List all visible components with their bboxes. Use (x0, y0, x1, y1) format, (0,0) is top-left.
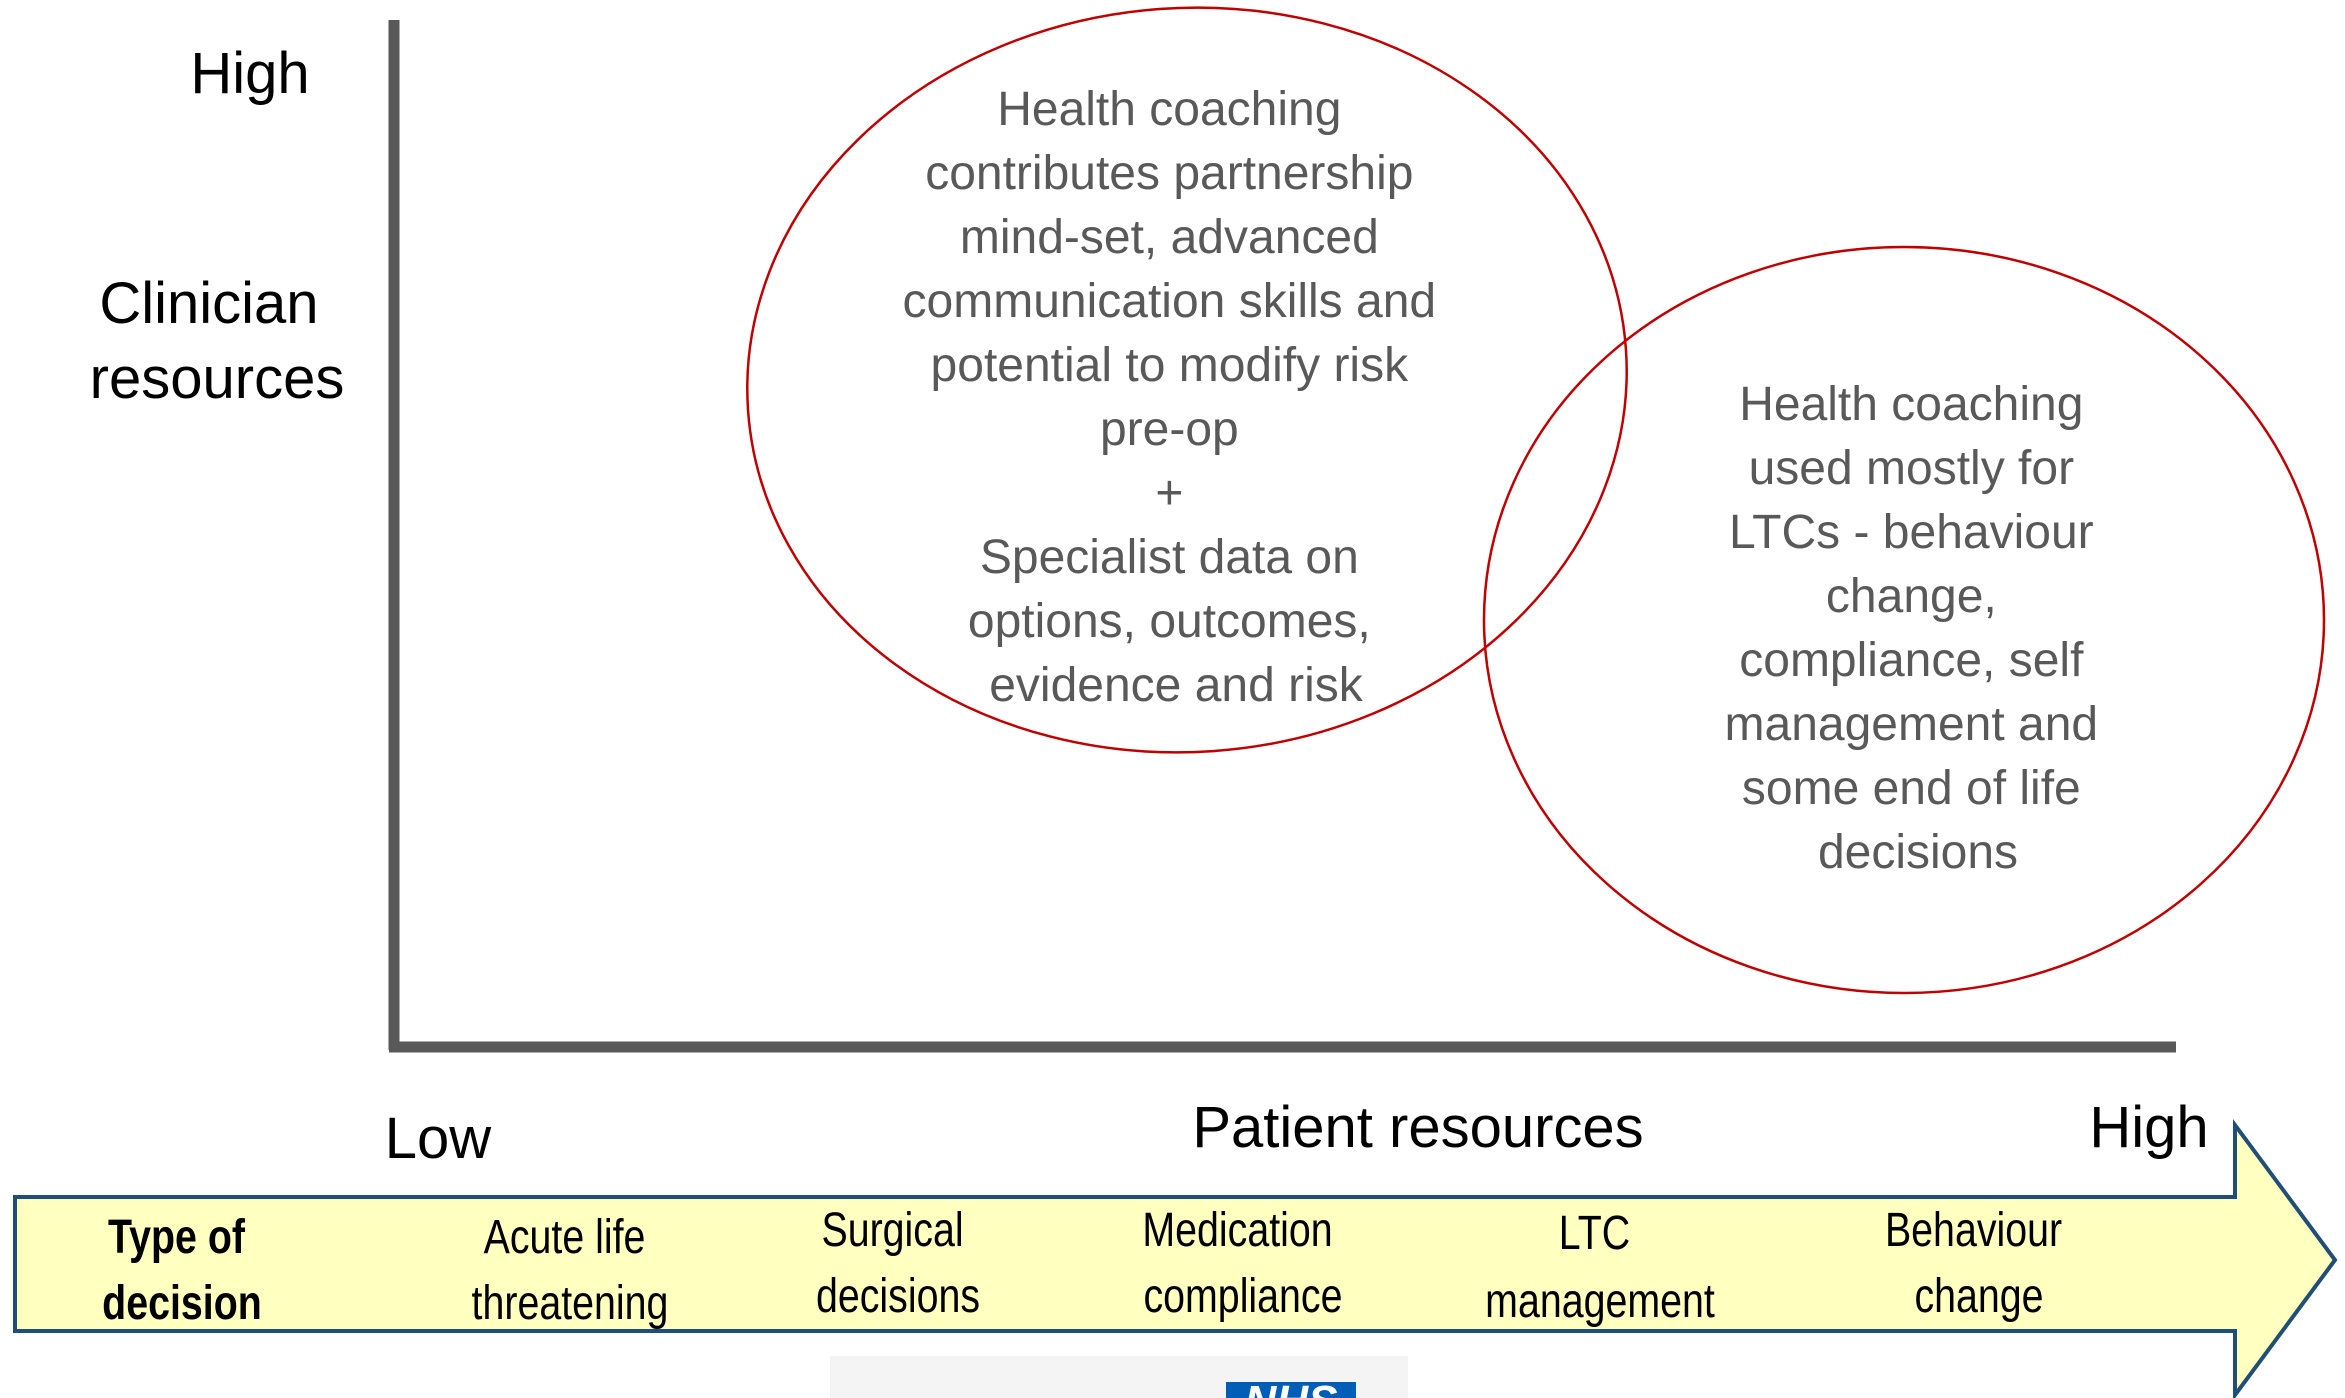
left-bubble-line: Health coaching (997, 83, 1341, 136)
left-bubble-outline (746, 6, 1628, 754)
decision-item-ltc: LTC management (1485, 1206, 1715, 1328)
nhs-logo-text: NHS (1245, 1377, 1338, 1398)
right-bubble-outline (1482, 245, 2326, 995)
right-bubble-line: compliance, self (1739, 634, 2084, 687)
y-axis-high-label: High (190, 41, 309, 106)
decision-arrow-band: Type of decision Acute life threatening … (13, 1118, 2338, 1398)
nhs-logo: NHS (830, 1356, 1408, 1398)
right-bubble-line: Health coaching (1739, 378, 2083, 431)
left-bubble: Health coaching contributes partnership … (746, 6, 1628, 754)
left-bubble-line: mind-set, advanced (960, 211, 1379, 264)
left-bubble-line: + (1155, 467, 1183, 520)
x-axis-low-label: Low (385, 1106, 493, 1171)
nhs-logo-box (1226, 1382, 1356, 1398)
right-bubble-line: decisions (1818, 826, 2018, 879)
left-bubble-line: evidence and risk (989, 659, 1364, 712)
left-bubble-line: communication skills and (903, 275, 1437, 328)
decision-item-line: change (1914, 1269, 2043, 1323)
decision-arrow-shape (13, 1118, 2338, 1398)
right-bubble-line: management and (1725, 698, 2099, 751)
decision-item-behaviour: Behaviour change (1885, 1203, 2073, 1323)
decision-item-line: Acute life (484, 1210, 646, 1264)
left-bubble-line: options, outcomes, (968, 595, 1371, 648)
right-bubble: Health coaching used mostly for LTCs - b… (1482, 245, 2326, 995)
decision-item-line: Medication (1142, 1203, 1332, 1257)
decision-item-line: compliance (1143, 1269, 1342, 1323)
left-bubble-line: pre-op (1100, 403, 1239, 456)
decision-item-line: LTC (1559, 1206, 1630, 1260)
right-bubble-line: used mostly for (1749, 442, 2074, 495)
y-axis-title: Clinician resources (90, 271, 345, 411)
right-bubble-line: LTCs - behaviour (1729, 506, 2094, 559)
left-bubble-line: contributes partnership (925, 147, 1413, 200)
right-bubble-line: change, (1826, 570, 1997, 623)
decision-item-line: decisions (816, 1269, 980, 1323)
decision-item-surgical: Surgical decisions (816, 1203, 980, 1323)
decision-header: Type of decision (102, 1210, 262, 1330)
x-axis-title: Patient resources (1192, 1095, 1643, 1160)
decision-item-line: management (1485, 1274, 1715, 1328)
decision-item-line: Surgical (821, 1203, 963, 1257)
decision-item-line: Behaviour (1885, 1203, 2062, 1257)
y-axis-title-line: Clinician (99, 271, 318, 336)
decision-item-line: threatening (472, 1276, 669, 1330)
decision-item-medication: Medication compliance (1142, 1203, 1343, 1323)
right-bubble-line: some end of life (1742, 762, 2081, 815)
decision-header-line: Type of (108, 1210, 245, 1264)
left-bubble-text: Health coaching contributes partnership … (903, 83, 1450, 712)
left-bubble-line: Specialist data on (980, 531, 1359, 584)
x-axis-high-label: High (2089, 1095, 2208, 1160)
left-bubble-line: potential to modify risk (931, 339, 1410, 392)
right-bubble-text: Health coaching used mostly for LTCs - b… (1725, 378, 2112, 879)
y-axis-title-line: resources (90, 346, 345, 411)
decision-item-acute: Acute life threatening (472, 1210, 669, 1330)
decision-header-line: decision (102, 1276, 262, 1330)
